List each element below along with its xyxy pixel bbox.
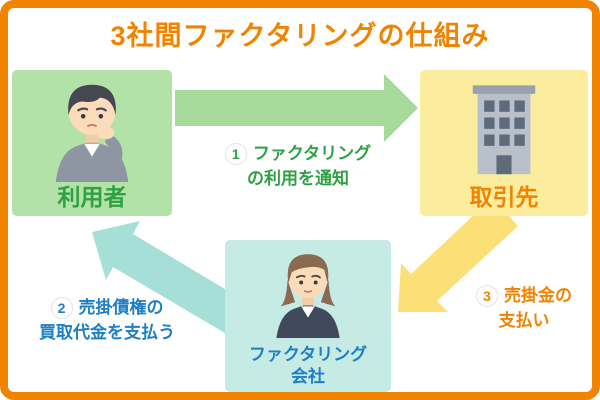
step2-number-badge: 2	[50, 297, 73, 320]
step2-line1: 2 売掛債権の	[50, 296, 164, 321]
step1-text-line1: ファクタリング	[252, 144, 372, 163]
step2-text-line2: 買取代金を支払う	[39, 322, 175, 342]
step1-line1: 1 ファクタリング	[224, 142, 372, 167]
step3-label: 3 売掛金の 支払い	[458, 284, 590, 333]
node-user: 利用者	[12, 70, 172, 216]
factoring-label: ファクタリング 会社	[225, 344, 391, 388]
arrow-step1-green	[175, 74, 418, 142]
businesswoman-icon	[276, 254, 340, 338]
step3-text-line1: 売掛金の	[504, 286, 572, 305]
arrow-step2-cyan	[92, 221, 250, 336]
step1-number-badge: 1	[224, 143, 247, 166]
step3-number-badge: 3	[476, 285, 498, 308]
step2-label: 2 売掛債権の 買取代金を支払う	[16, 296, 198, 345]
node-factoring: ファクタリング 会社	[225, 240, 391, 392]
businessman-icon	[55, 84, 129, 182]
factoring-label-line1: ファクタリング	[248, 344, 368, 364]
step3-text-line2: 支払い	[498, 310, 550, 330]
factoring-label-line2: 会社	[291, 366, 325, 386]
step1-text-line2: の利用を通知	[247, 168, 349, 188]
step2-text-line1: 売掛債権の	[78, 298, 164, 317]
client-label: 取引先	[469, 184, 539, 210]
arrow-step3-yellow	[398, 198, 518, 312]
office-building-icon	[472, 85, 536, 175]
step3-line1: 3 売掛金の	[476, 284, 572, 309]
arrow-layer	[92, 74, 518, 336]
diagram-title: 3社間ファクタリングの仕組み	[110, 21, 490, 51]
step1-label: 1 ファクタリング の利用を通知	[191, 142, 405, 191]
node-client: 取引先	[420, 70, 588, 216]
user-label: 利用者	[57, 184, 127, 210]
